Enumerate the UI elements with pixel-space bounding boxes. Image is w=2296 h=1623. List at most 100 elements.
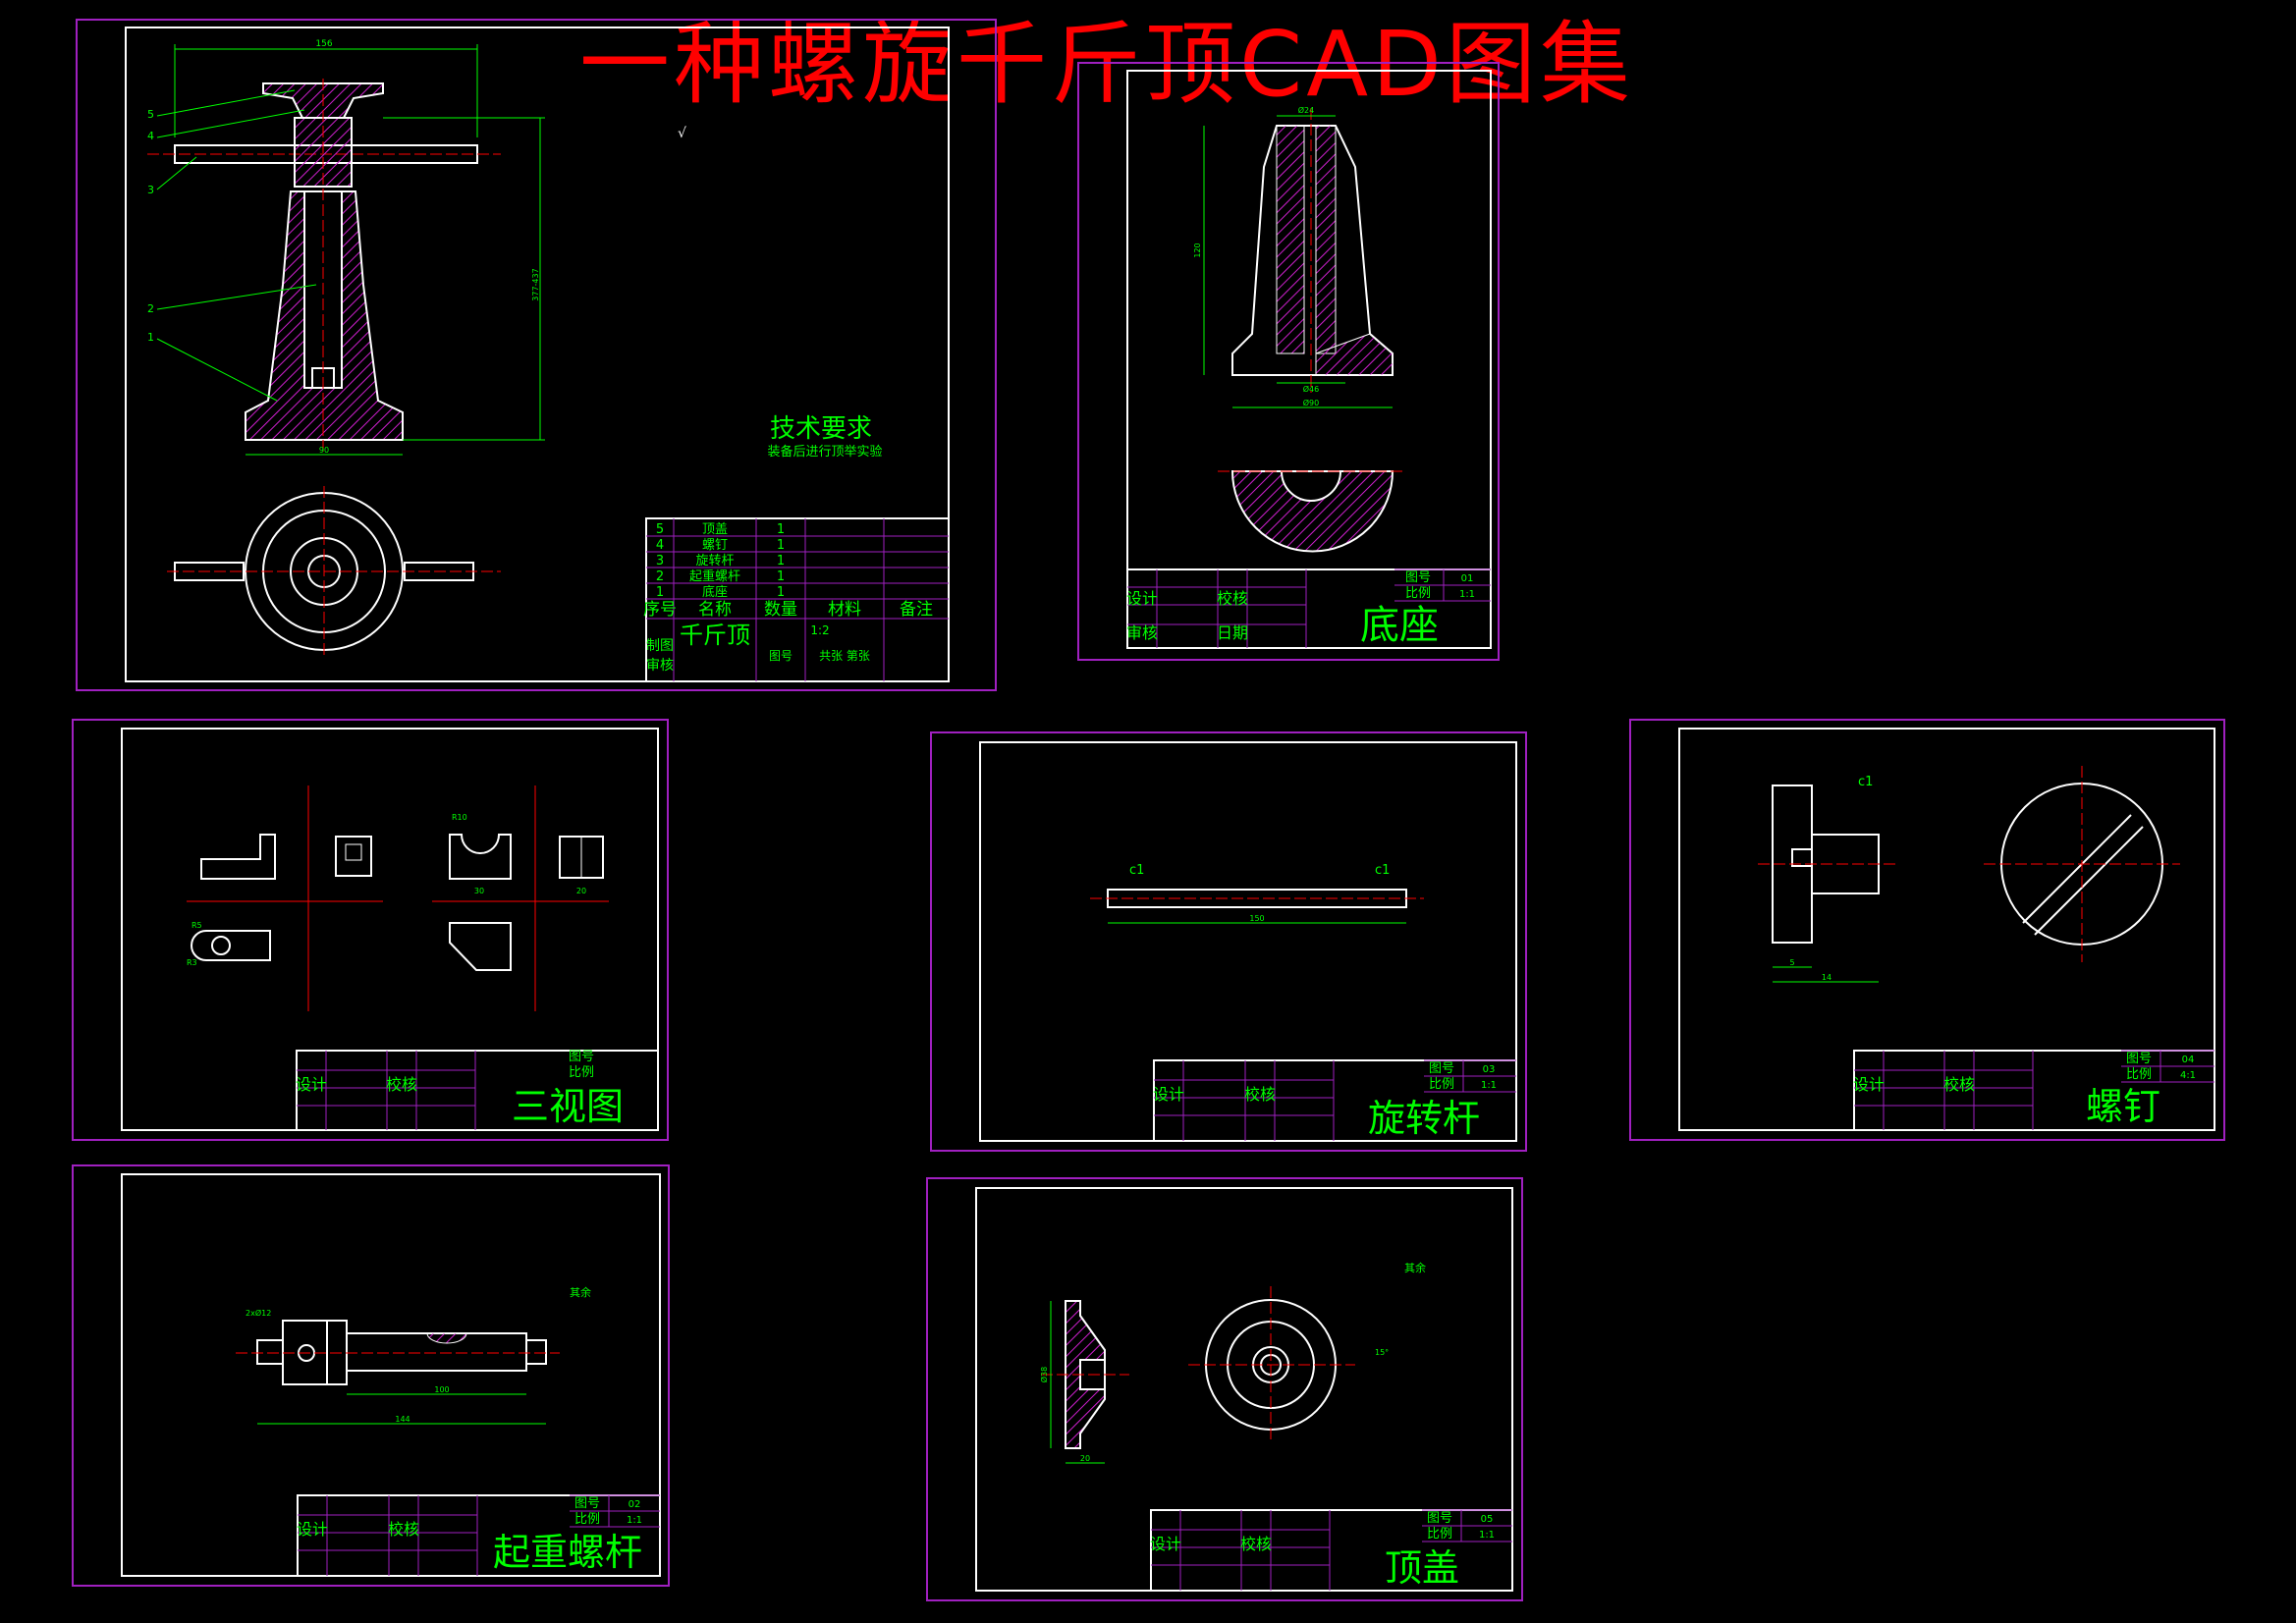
dim-base-mid: Ø46 bbox=[1303, 384, 1319, 394]
rod-length: 150 bbox=[1249, 914, 1264, 923]
label-check: 校核 bbox=[1217, 589, 1248, 608]
bom-row-no: 5 bbox=[656, 522, 664, 537]
dim-w20: 20 bbox=[576, 887, 586, 895]
bom-row-qty: 1 bbox=[777, 569, 785, 584]
bom-row-name: 螺钉 bbox=[702, 538, 728, 553]
bom-row-qty: 1 bbox=[777, 554, 785, 568]
sheet-base[interactable]: Ø90 Ø46 120 Ø24 设计 审核 bbox=[1077, 62, 1500, 661]
outer-frame bbox=[926, 1177, 1523, 1601]
label-figure: 图号 bbox=[1427, 1511, 1452, 1526]
lifting-screw-drawing: 144 100 2xØ12 其余 bbox=[236, 1285, 591, 1425]
label-figure: 图号 bbox=[1429, 1061, 1454, 1076]
bom-table: 5 顶盖 1 4 螺钉 1 3 旋转杆 1 2 起重螺杆 1 1 底座 1 序号… bbox=[643, 517, 950, 682]
bom-row-no: 1 bbox=[656, 585, 664, 600]
sheet-three-view[interactable]: R10 R5 R3 30 20 设计 校核 图号 比例 三视图 bbox=[72, 719, 669, 1141]
label-ratio: 比例 bbox=[1429, 1077, 1454, 1092]
dim-angle: 15° bbox=[1375, 1348, 1389, 1357]
sheet-assembly[interactable]: 156 377-437 90 bbox=[76, 19, 997, 691]
lifting-screw-title-block: 设计 校核 图号 比例 02 1:1 起重螺杆 bbox=[297, 1494, 661, 1577]
dim-head: 5 bbox=[1789, 958, 1794, 967]
inner-frame bbox=[1126, 70, 1492, 649]
bom-row-qty: 1 bbox=[777, 585, 785, 600]
drawing-scale: 1:1 bbox=[1479, 1530, 1495, 1541]
drawing-no: 03 bbox=[1483, 1064, 1496, 1075]
three-view-drawings: R10 R5 R3 30 20 bbox=[187, 785, 609, 1011]
three-view-title-block: 设计 校核 图号 比例 三视图 bbox=[296, 1050, 659, 1131]
label-figure: 图号 bbox=[1405, 570, 1431, 585]
bom-row-name: 旋转杆 bbox=[695, 554, 734, 568]
dim-thread: 100 bbox=[434, 1385, 449, 1394]
leader-1: 1 bbox=[147, 331, 154, 344]
label-design: 设计 bbox=[1853, 1075, 1885, 1094]
sheet-rotating-rod[interactable]: 150 c1 c1 设计 校核 图号 比例 03 1:1 旋转杆 bbox=[930, 731, 1527, 1152]
leader-2: 2 bbox=[147, 302, 154, 315]
bom-row-qty: 1 bbox=[777, 538, 785, 553]
base-title-block: 设计 审核 校核 日期 图号 比例 01 1:1 底座 bbox=[1126, 568, 1492, 649]
dim-w30: 30 bbox=[474, 887, 484, 895]
label-check: 校核 bbox=[386, 1075, 417, 1094]
base-part-title: 底座 bbox=[1360, 603, 1439, 648]
drawing-no: 02 bbox=[629, 1499, 641, 1510]
remainder-label: 其余 bbox=[570, 1285, 591, 1299]
label-review: 审核 bbox=[1126, 623, 1158, 642]
top-cap-title-block: 设计 校核 图号 比例 05 1:1 顶盖 bbox=[1150, 1509, 1513, 1592]
tech-requirements-text: 装备后进行顶举实验 bbox=[767, 444, 882, 460]
tech-requirements-title: 技术要求 bbox=[770, 414, 872, 444]
leader-3: 3 bbox=[147, 184, 154, 196]
label-ratio: 比例 bbox=[1427, 1527, 1452, 1542]
rod-drawing: 150 c1 c1 bbox=[1090, 863, 1424, 924]
bom-header-note: 备注 bbox=[900, 600, 933, 620]
drawing-no: 04 bbox=[2182, 1055, 2195, 1065]
label-figure: 图号 bbox=[569, 1050, 594, 1064]
label-check: 校核 bbox=[1240, 1535, 1272, 1553]
label-design: 设计 bbox=[297, 1520, 328, 1539]
screw-chamfer: c1 bbox=[1858, 775, 1873, 789]
label-date: 日期 bbox=[1217, 623, 1248, 642]
bom-row-qty: 1 bbox=[777, 522, 785, 537]
screw-title-block: 设计 校核 图号 比例 04 4:1 螺钉 bbox=[1853, 1050, 2215, 1131]
inner-frame bbox=[125, 27, 950, 682]
drawing-scale: 1:1 bbox=[1459, 589, 1475, 600]
sheet-lifting-screw[interactable]: 144 100 2xØ12 其余 设计 校核 图号 比例 02 1:1 起重螺 bbox=[72, 1164, 670, 1587]
drawing-scale: 4:1 bbox=[2180, 1070, 2196, 1081]
label-design: 设计 bbox=[1153, 1085, 1184, 1104]
bom-header-name: 名称 bbox=[698, 600, 732, 620]
drawing-no: 05 bbox=[1481, 1514, 1494, 1525]
sheet-screw[interactable]: 5 14 c1 设计 校核 图号 比例 04 bbox=[1629, 719, 2225, 1141]
lifting-screw-part-title: 起重螺杆 bbox=[493, 1531, 642, 1574]
label-ratio: 比例 bbox=[569, 1065, 594, 1080]
label-design: 设计 bbox=[1150, 1535, 1181, 1553]
dim-base-top: Ø24 bbox=[1298, 105, 1314, 115]
page-title: 一种螺旋千斤顶CAD图集 bbox=[579, 12, 1635, 117]
dim-r10: R10 bbox=[452, 813, 467, 822]
assembly-front-view: 156 377-437 90 bbox=[147, 39, 545, 456]
label-check: 校核 bbox=[388, 1520, 419, 1539]
dim-r3: R3 bbox=[187, 958, 197, 967]
dim-total: 144 bbox=[395, 1415, 410, 1424]
outer-frame bbox=[1629, 719, 2225, 1141]
label-ratio: 比例 bbox=[2126, 1067, 2152, 1082]
outer-frame bbox=[72, 719, 669, 1141]
top-cap-part-title: 顶盖 bbox=[1385, 1546, 1459, 1590]
outer-frame bbox=[1077, 62, 1500, 661]
label-ratio: 比例 bbox=[1405, 586, 1431, 601]
label-figure: 图号 bbox=[574, 1496, 600, 1511]
label-check: 校核 bbox=[1943, 1075, 1975, 1094]
bom-header-no: 序号 bbox=[643, 600, 677, 620]
dim-top: 156 bbox=[315, 39, 332, 49]
outer-frame bbox=[930, 731, 1527, 1152]
leader-5: 5 bbox=[147, 108, 154, 121]
outer-frame bbox=[72, 1164, 670, 1587]
remainder-label: 其余 bbox=[1404, 1261, 1426, 1274]
label-sheet: 共张 第张 bbox=[819, 649, 870, 663]
outer-frame bbox=[76, 19, 997, 691]
dim-width: 20 bbox=[1080, 1454, 1090, 1463]
dim-base-height: 120 bbox=[1193, 243, 1202, 257]
rod-title-block: 设计 校核 图号 比例 03 1:1 旋转杆 bbox=[1153, 1059, 1517, 1142]
bom-header-qty: 数量 bbox=[764, 600, 797, 620]
label-checked: 审核 bbox=[646, 658, 674, 674]
bom-row-name: 顶盖 bbox=[702, 522, 728, 537]
bom-row-name: 起重螺杆 bbox=[689, 568, 740, 584]
sheet-top-cap[interactable]: 20 Ø38 15° 其余 设计 校核 图 bbox=[926, 1177, 1523, 1601]
